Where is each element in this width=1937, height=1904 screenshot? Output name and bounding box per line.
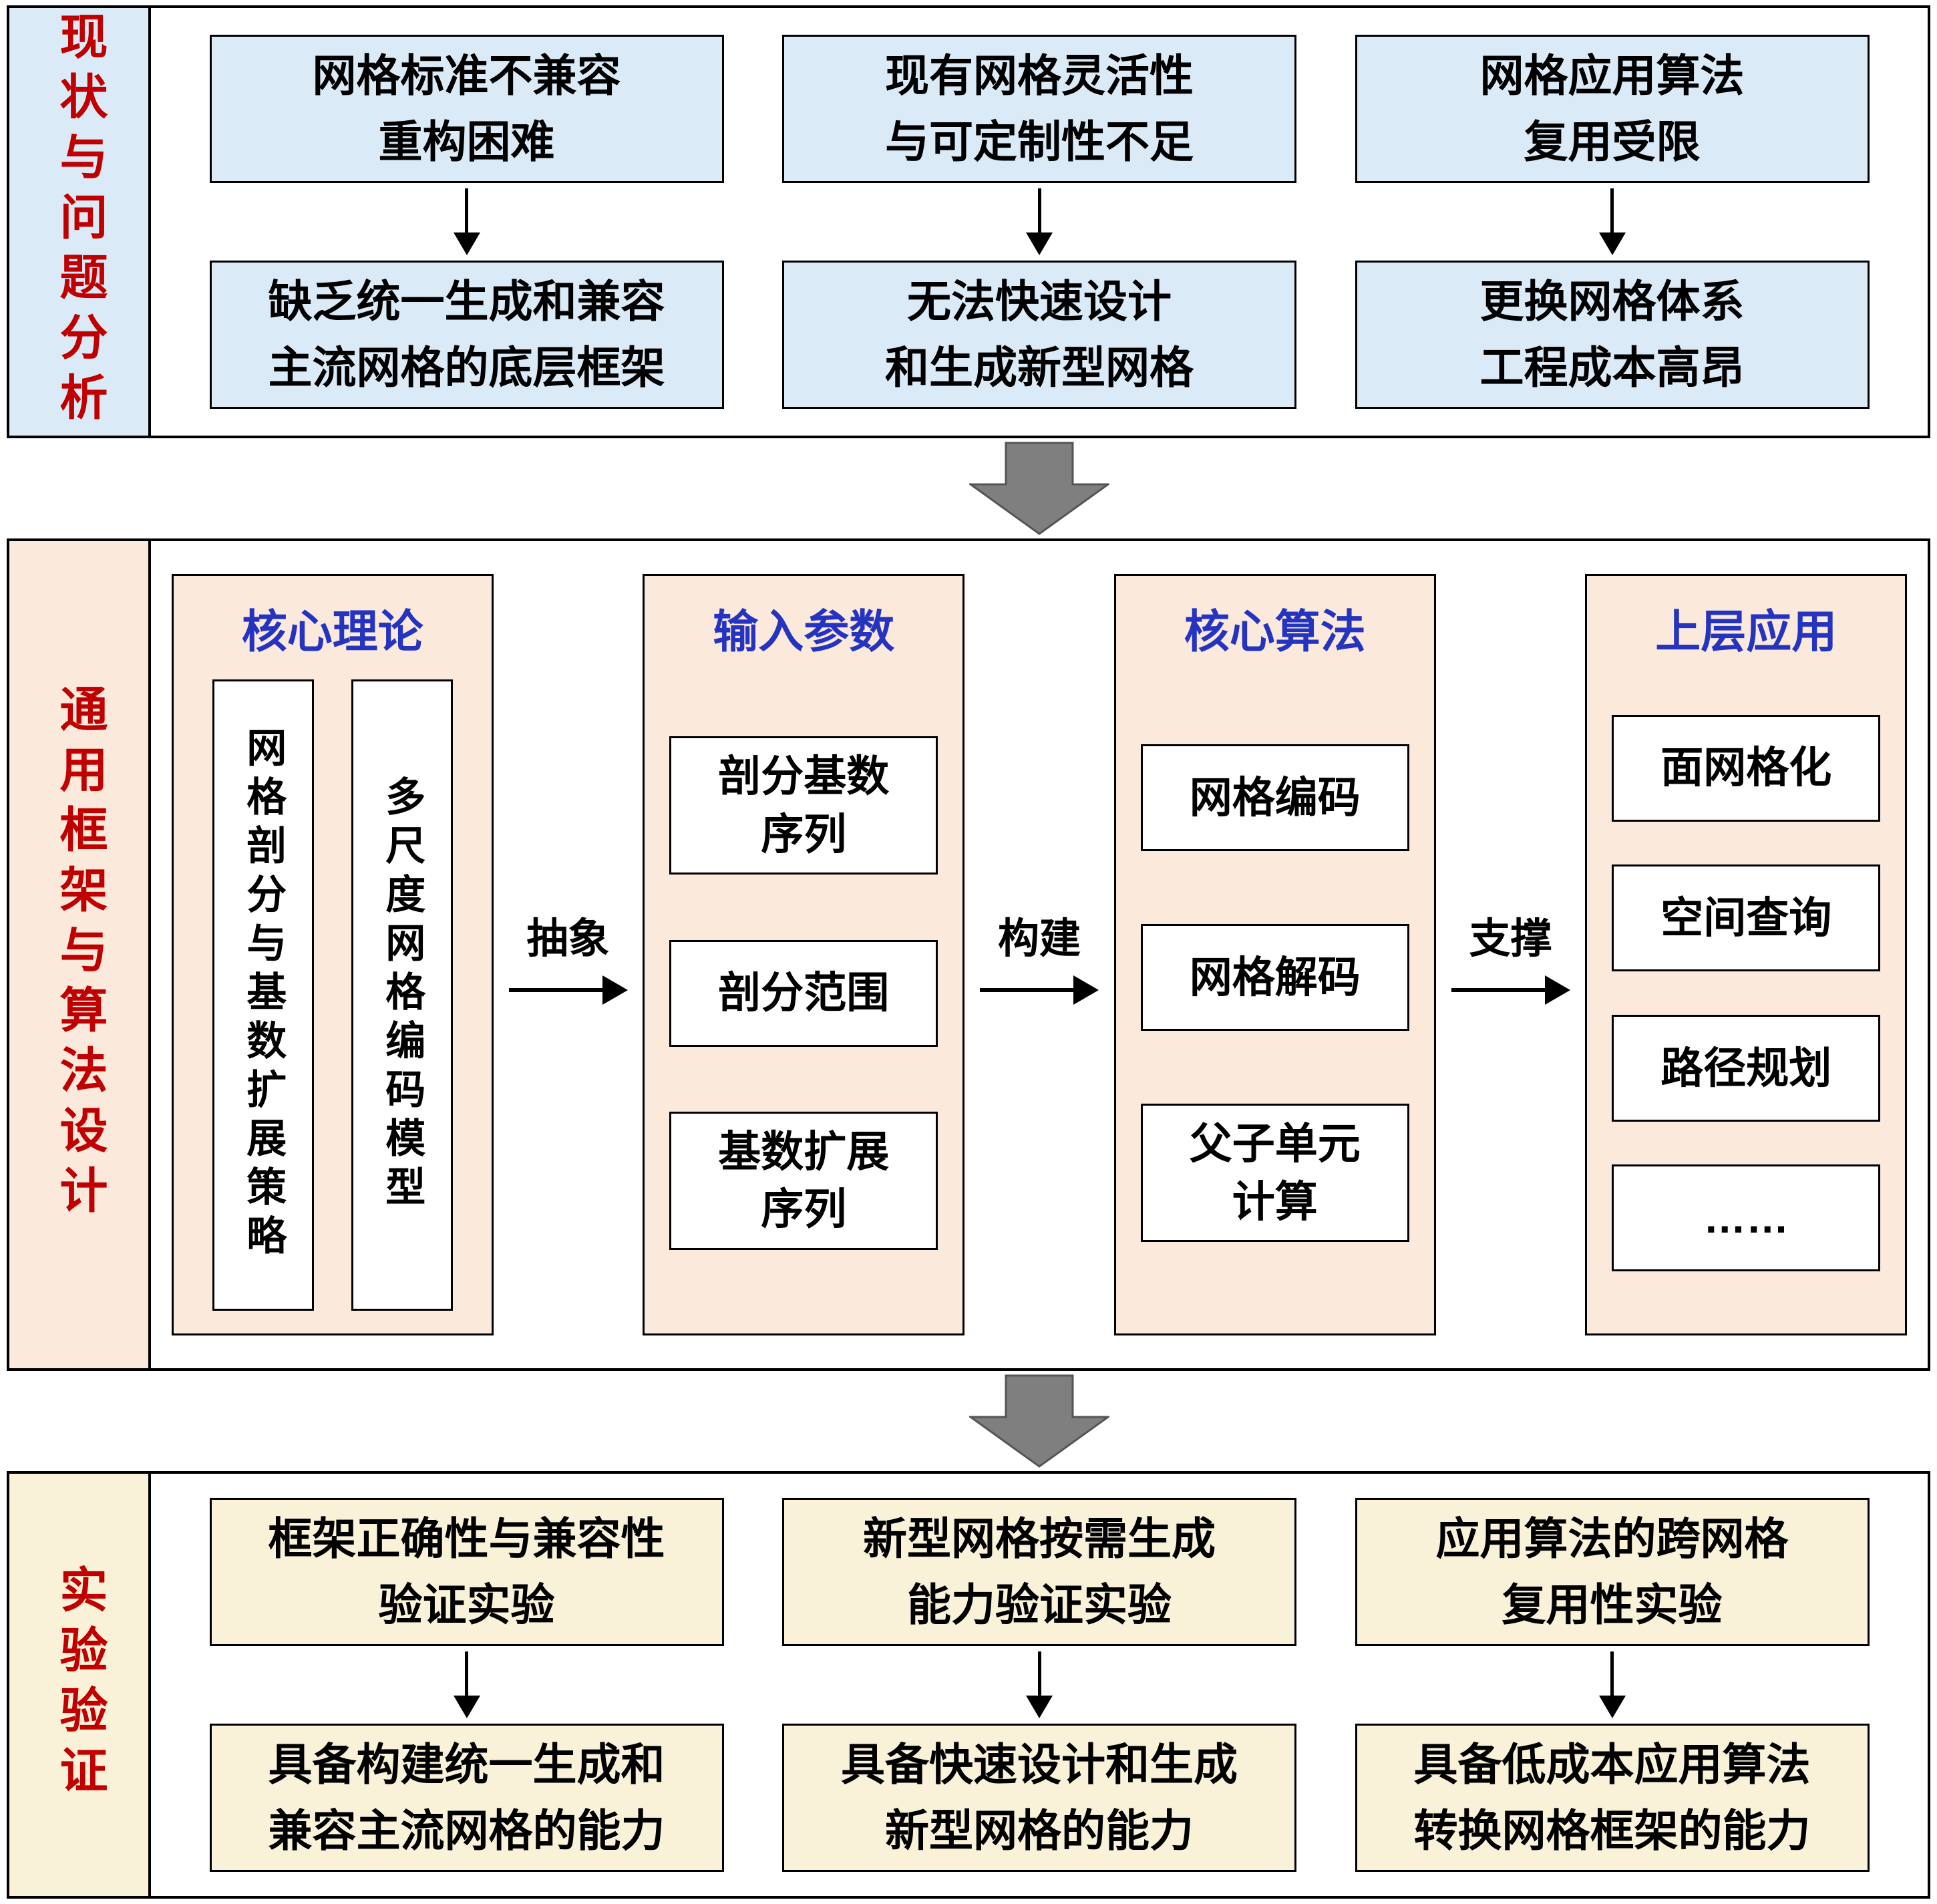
- flow-step-construct: 构建: [976, 905, 1103, 1005]
- core-theory-body: 网格剖分与基数扩展策略 多尺度网格编码模型: [190, 671, 476, 1315]
- flow-step-label: 抽象: [526, 916, 610, 962]
- section-label-text: 实验验证: [52, 1565, 106, 1805]
- problem-box: 网格应用算法 复用受限: [1355, 35, 1870, 183]
- vertical-theory-box: 多尺度网格编码模型: [351, 679, 453, 1311]
- panel-title: 输入参数: [713, 607, 895, 657]
- panel-upper-applications: 上层应用 面网格化 空间查询 路径规划 ……: [1585, 574, 1908, 1335]
- section-label-framework-design: 通用框架与算法设计: [9, 541, 151, 1368]
- consequence-box: 无法快速设计 和生成新型网格: [782, 261, 1296, 409]
- flow-step-label: 支撑: [1469, 916, 1552, 962]
- problem-column-2: 现有网格灵活性 与可定制性不足 无法快速设计 和生成新型网格: [782, 35, 1296, 409]
- down-arrow-icon: [453, 1651, 480, 1718]
- capability-box: 具备快速设计和生成 新型网格的能力: [782, 1724, 1296, 1872]
- flow-gap-2: [7, 1371, 1930, 1471]
- upper-applications-body: 面网格化 空间查询 路径规划 ……: [1603, 671, 1889, 1315]
- down-arrow-icon: [1598, 188, 1626, 255]
- panel-title: 上层应用: [1655, 607, 1837, 657]
- consequence-box: 更换网格体系 工程成本高昂: [1355, 261, 1870, 409]
- flow-step-support: 支撑: [1447, 905, 1574, 1005]
- input-item-box: 基数扩展 序列: [669, 1111, 938, 1250]
- right-arrow-icon: [1451, 975, 1570, 1005]
- application-item-box: 路径规划: [1612, 1014, 1881, 1122]
- right-arrow-icon: [508, 975, 628, 1005]
- consequence-box: 缺乏统一生成和兼容 主流网格的底层框架: [209, 261, 724, 409]
- panel-core-algorithms: 核心算法 网格编码 网格解码 父子单元 计算: [1113, 574, 1436, 1335]
- down-arrow-icon: [1026, 188, 1053, 255]
- experiment-column-3: 应用算法的跨网格 复用性实验 具备低成本应用算法 转换网格框架的能力: [1355, 1498, 1870, 1872]
- experiment-column-1: 框架正确性与兼容性 验证实验 具备构建统一生成和 兼容主流网格的能力: [209, 1498, 724, 1872]
- problem-analysis-content: 网格标准不兼容 重构困难 缺乏统一生成和兼容 主流网格的底层框架 现有网格灵活性…: [151, 8, 1928, 436]
- algorithm-item-box: 网格编码: [1140, 744, 1409, 852]
- section-label-text: 现状与问题分析: [52, 11, 106, 432]
- problem-box: 现有网格灵活性 与可定制性不足: [782, 35, 1296, 183]
- experimental-verification-content: 框架正确性与兼容性 验证实验 具备构建统一生成和 兼容主流网格的能力 新型网格按…: [151, 1474, 1928, 1896]
- panel-title: 核心算法: [1184, 607, 1366, 657]
- capability-box: 具备构建统一生成和 兼容主流网格的能力: [209, 1724, 724, 1872]
- problem-column-3: 网格应用算法 复用受限 更换网格体系 工程成本高昂: [1355, 35, 1870, 409]
- application-item-box: 面网格化: [1612, 714, 1881, 822]
- core-algorithms-body: 网格编码 网格解码 父子单元 计算: [1132, 671, 1418, 1315]
- section-label-text: 通用框架与算法设计: [52, 684, 106, 1225]
- section-flow-down-arrow-icon: [969, 1374, 1109, 1468]
- right-arrow-icon: [980, 975, 1099, 1005]
- vertical-theory-box: 网格剖分与基数扩展策略: [212, 679, 314, 1311]
- algorithm-item-box: 网格解码: [1140, 924, 1409, 1032]
- algorithm-item-box: 父子单元 计算: [1140, 1104, 1409, 1242]
- panel-title: 核心理论: [241, 607, 423, 657]
- application-item-box-ellipsis: ……: [1612, 1164, 1881, 1272]
- panel-input-parameters: 输入参数 剖分基数 序列 剖分范围 基数扩展 序列: [643, 574, 965, 1335]
- section-label-problem-analysis: 现状与问题分析: [9, 8, 151, 436]
- input-parameters-body: 剖分基数 序列 剖分范围 基数扩展 序列: [661, 671, 946, 1315]
- flow-gap-1: [7, 438, 1930, 538]
- capability-box: 具备低成本应用算法 转换网格框架的能力: [1355, 1724, 1870, 1872]
- problem-column-1: 网格标准不兼容 重构困难 缺乏统一生成和兼容 主流网格的底层框架: [209, 35, 724, 409]
- section-label-experimental-verification: 实验验证: [9, 1474, 151, 1896]
- vertical-theory-text: 网格剖分与基数扩展策略: [240, 727, 286, 1263]
- panel-core-theory: 核心理论 网格剖分与基数扩展策略 多尺度网格编码模型: [171, 574, 494, 1335]
- flow-step-label: 构建: [997, 916, 1081, 962]
- experiment-box: 新型网格按需生成 能力验证实验: [782, 1498, 1296, 1646]
- vertical-theory-text: 多尺度网格编码模型: [379, 776, 425, 1215]
- down-arrow-icon: [1026, 1651, 1053, 1718]
- framework-design-content: 核心理论 网格剖分与基数扩展策略 多尺度网格编码模型 抽象 输入参数: [151, 541, 1928, 1368]
- down-arrow-icon: [453, 188, 480, 255]
- experiment-column-2: 新型网格按需生成 能力验证实验 具备快速设计和生成 新型网格的能力: [782, 1498, 1296, 1872]
- section-experimental-verification: 实验验证 框架正确性与兼容性 验证实验 具备构建统一生成和 兼容主流网格的能力 …: [7, 1471, 1930, 1899]
- input-item-box: 剖分范围: [669, 939, 938, 1047]
- experiment-box: 框架正确性与兼容性 验证实验: [209, 1498, 724, 1646]
- section-flow-down-arrow-icon: [969, 442, 1109, 535]
- section-framework-design: 通用框架与算法设计 核心理论 网格剖分与基数扩展策略 多尺度网格编码模型 抽象: [7, 538, 1930, 1371]
- experiment-box: 应用算法的跨网格 复用性实验: [1355, 1498, 1870, 1646]
- application-item-box: 空间查询: [1612, 864, 1881, 972]
- flow-step-abstract: 抽象: [505, 905, 632, 1005]
- down-arrow-icon: [1598, 1651, 1626, 1718]
- input-item-box: 剖分基数 序列: [669, 736, 938, 875]
- problem-box: 网格标准不兼容 重构困难: [209, 35, 724, 183]
- section-problem-analysis: 现状与问题分析 网格标准不兼容 重构困难 缺乏统一生成和兼容 主流网格的底层框架…: [7, 5, 1930, 438]
